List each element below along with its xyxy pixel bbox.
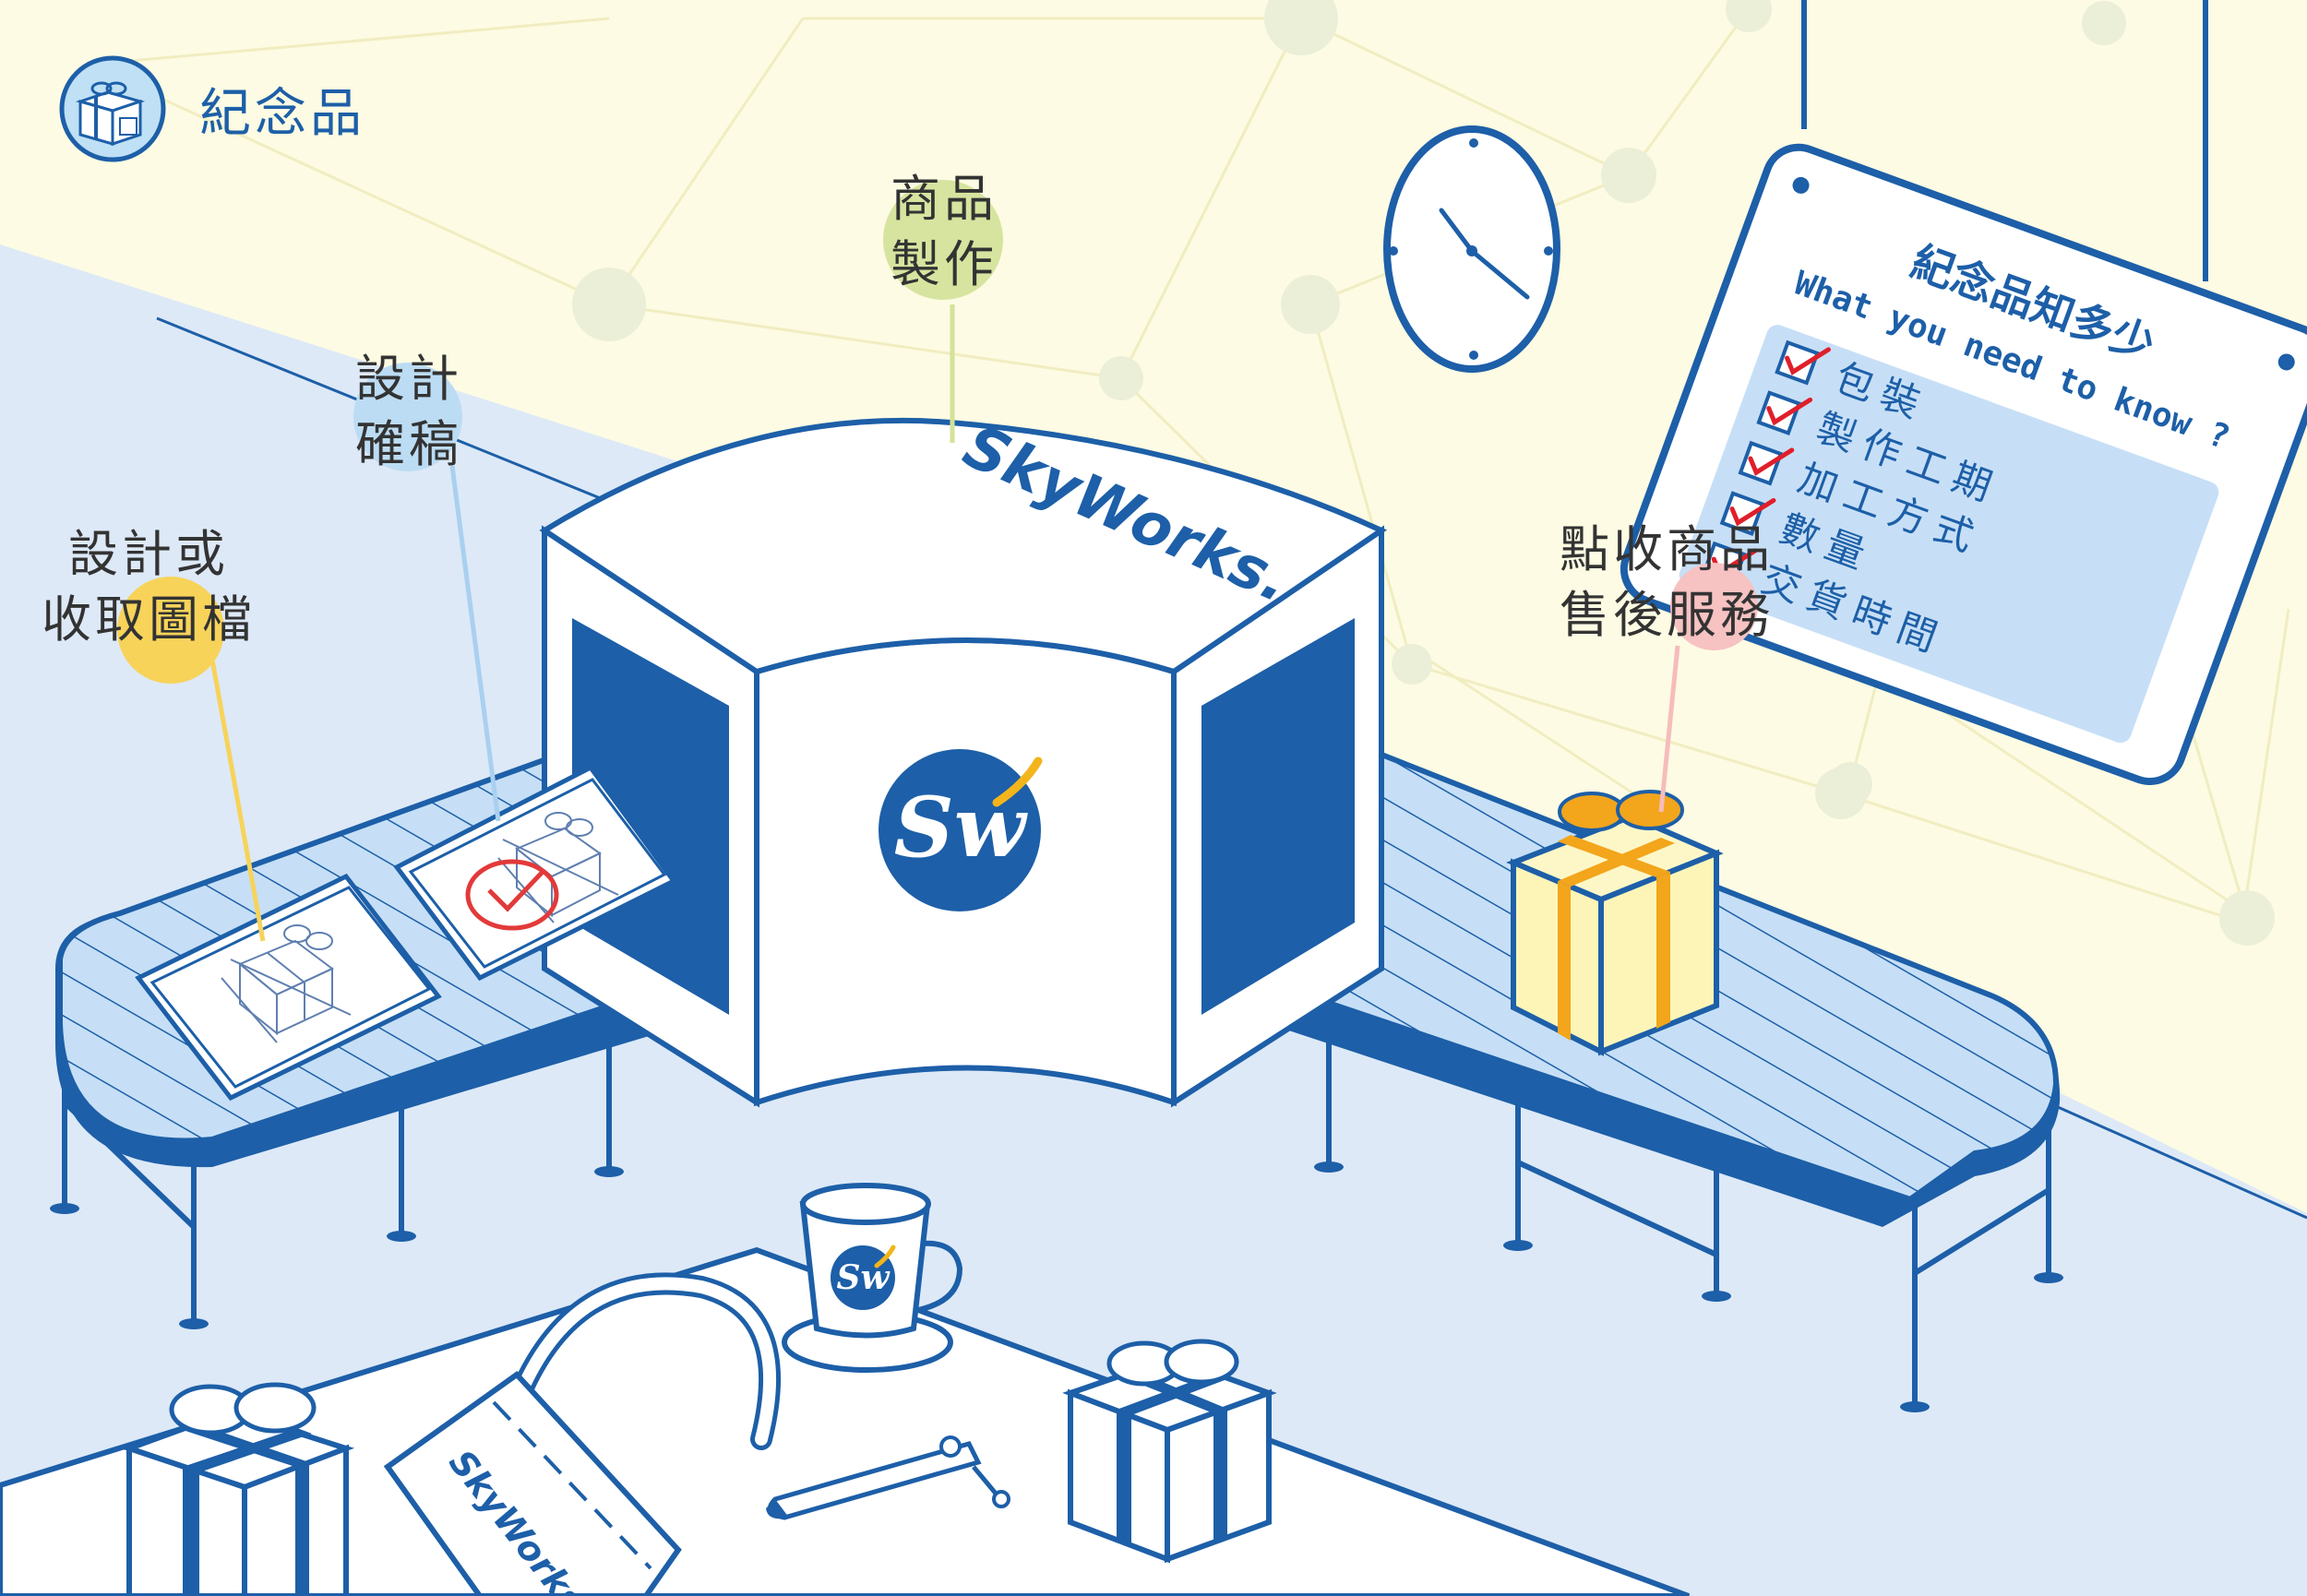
board-list-panel bbox=[1679, 325, 2219, 744]
tote-bag: SkyWorks. bbox=[383, 1272, 782, 1596]
floor-edge-line-right bbox=[2057, 1105, 2307, 1220]
checkbox-icon bbox=[1719, 491, 1765, 537]
finished-gift-box bbox=[1506, 790, 1724, 1056]
ribbon-vertical-right bbox=[1656, 872, 1670, 1029]
step-4-line2: 售後服務 bbox=[1560, 586, 1774, 645]
machine: Sw SkyWorks. bbox=[539, 412, 1388, 1108]
step-4-bubble bbox=[1670, 563, 1758, 650]
machine-right-opening bbox=[1201, 618, 1355, 1015]
machine-top-face bbox=[539, 417, 1388, 675]
desk-gift-box-left bbox=[120, 1382, 355, 1596]
left-conveyor-feet bbox=[50, 1166, 624, 1329]
design-sheet bbox=[135, 873, 442, 1102]
gift-icon bbox=[59, 55, 166, 162]
checkbox-icon bbox=[1738, 440, 1784, 486]
check-icon bbox=[1785, 347, 1831, 375]
tote-seam bbox=[492, 1400, 652, 1570]
step-2-label: 設計 確稿 bbox=[353, 346, 462, 478]
clock-minute-hand bbox=[1469, 248, 1530, 300]
mug: Sw bbox=[782, 1183, 963, 1373]
network-lines bbox=[87, 8, 2290, 924]
step-1-line2: 收取圖檔 bbox=[42, 590, 256, 649]
step-3-bubble bbox=[883, 180, 1003, 300]
step-4-label: 點收商品 售後服務 bbox=[1560, 517, 1774, 650]
ribbon-top-a bbox=[1558, 835, 1670, 877]
mug-emblem-swoosh bbox=[874, 1245, 896, 1268]
mug-rim bbox=[800, 1183, 931, 1225]
desk-gift-box-right bbox=[1062, 1339, 1277, 1564]
step-3-line2: 製作 bbox=[891, 235, 998, 294]
step-2-line2: 確稿 bbox=[355, 415, 462, 474]
brand-header: 紀念品 bbox=[57, 54, 365, 164]
step-2-bubble bbox=[353, 363, 462, 471]
pen bbox=[766, 1435, 1010, 1520]
machine-emblem-swoosh bbox=[992, 756, 1043, 807]
wall-clock bbox=[1383, 125, 1560, 373]
ribbon-vertical-left bbox=[1558, 881, 1571, 1041]
step-3-label: 商品 製作 bbox=[883, 166, 1003, 300]
bow-right bbox=[1616, 790, 1684, 830]
mug-handle bbox=[908, 1240, 963, 1313]
clock-hour-hand bbox=[1439, 208, 1475, 254]
check-icon bbox=[1729, 497, 1776, 527]
ribbon-top-b bbox=[1558, 838, 1675, 887]
check-icon bbox=[1748, 447, 1795, 476]
sketch-gift-icon bbox=[221, 924, 352, 1043]
approval-circle-mark bbox=[465, 859, 559, 931]
step-3-line1: 商品 bbox=[891, 170, 998, 228]
checkbox-icon bbox=[1775, 339, 1820, 386]
machine-emblem bbox=[879, 749, 1041, 911]
step-4-line1: 點收商品 bbox=[1560, 520, 1774, 578]
step-1-label: 設計或 收取圖檔 bbox=[42, 521, 256, 684]
check-icon bbox=[1766, 397, 1813, 426]
mug-emblem-text: Sw bbox=[837, 1258, 891, 1297]
step-1-bubble bbox=[117, 577, 224, 684]
bow-left bbox=[1558, 792, 1626, 832]
step-1-pointer bbox=[209, 659, 266, 942]
right-conveyor-feet bbox=[1314, 1161, 2063, 1412]
step-4-pointer bbox=[1658, 645, 1680, 813]
machine-left-opening bbox=[572, 618, 729, 1015]
brand-title: 紀念品 bbox=[199, 83, 365, 144]
step-2-pointer bbox=[449, 465, 501, 822]
approval-sheet bbox=[393, 764, 677, 982]
step-1-line1: 設計或 bbox=[68, 525, 229, 583]
tote-body bbox=[383, 1371, 682, 1596]
approval-check-icon bbox=[487, 870, 544, 912]
checkbox-icon bbox=[1756, 390, 1802, 436]
step-2-line1: 設計 bbox=[355, 350, 462, 408]
info-board: 紀念品知多少 What you need to know ? 包裝製作工期加工方… bbox=[1620, 0, 2307, 786]
